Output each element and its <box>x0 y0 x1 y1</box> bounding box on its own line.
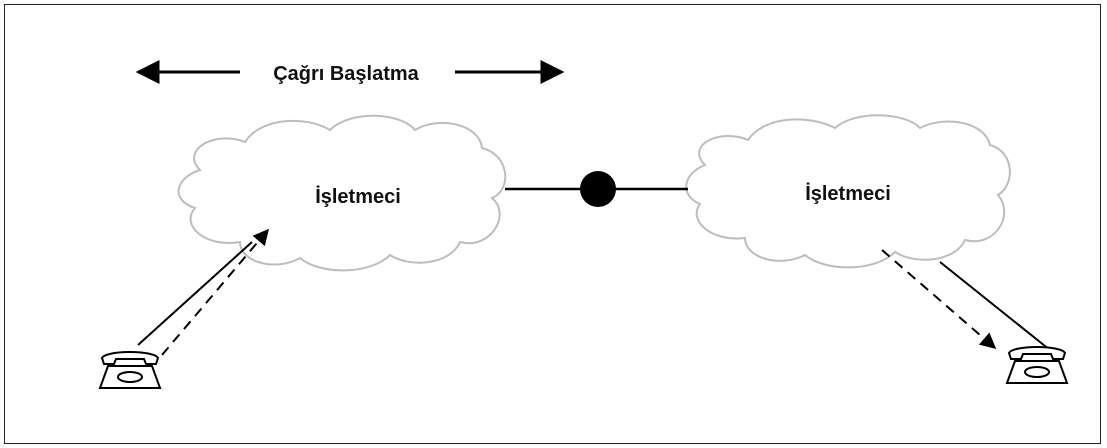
link-solid-left <box>137 241 253 346</box>
link-solid-right <box>939 261 1051 351</box>
operator-cloud-left: İşletmeci <box>177 114 507 272</box>
link-dashed-left <box>161 228 270 356</box>
operator-label-right: İşletmeci <box>805 182 891 205</box>
operator-cloud-right: İşletmeci <box>685 114 1011 269</box>
header-label: Çağrı Başlatma <box>273 63 419 85</box>
telephone-icon-left <box>98 351 162 389</box>
telephone-icon-right <box>1005 346 1069 384</box>
operator-label-left: İşletmeci <box>315 185 401 208</box>
interconnect-node <box>580 171 616 207</box>
link-dashed-right <box>881 249 997 350</box>
